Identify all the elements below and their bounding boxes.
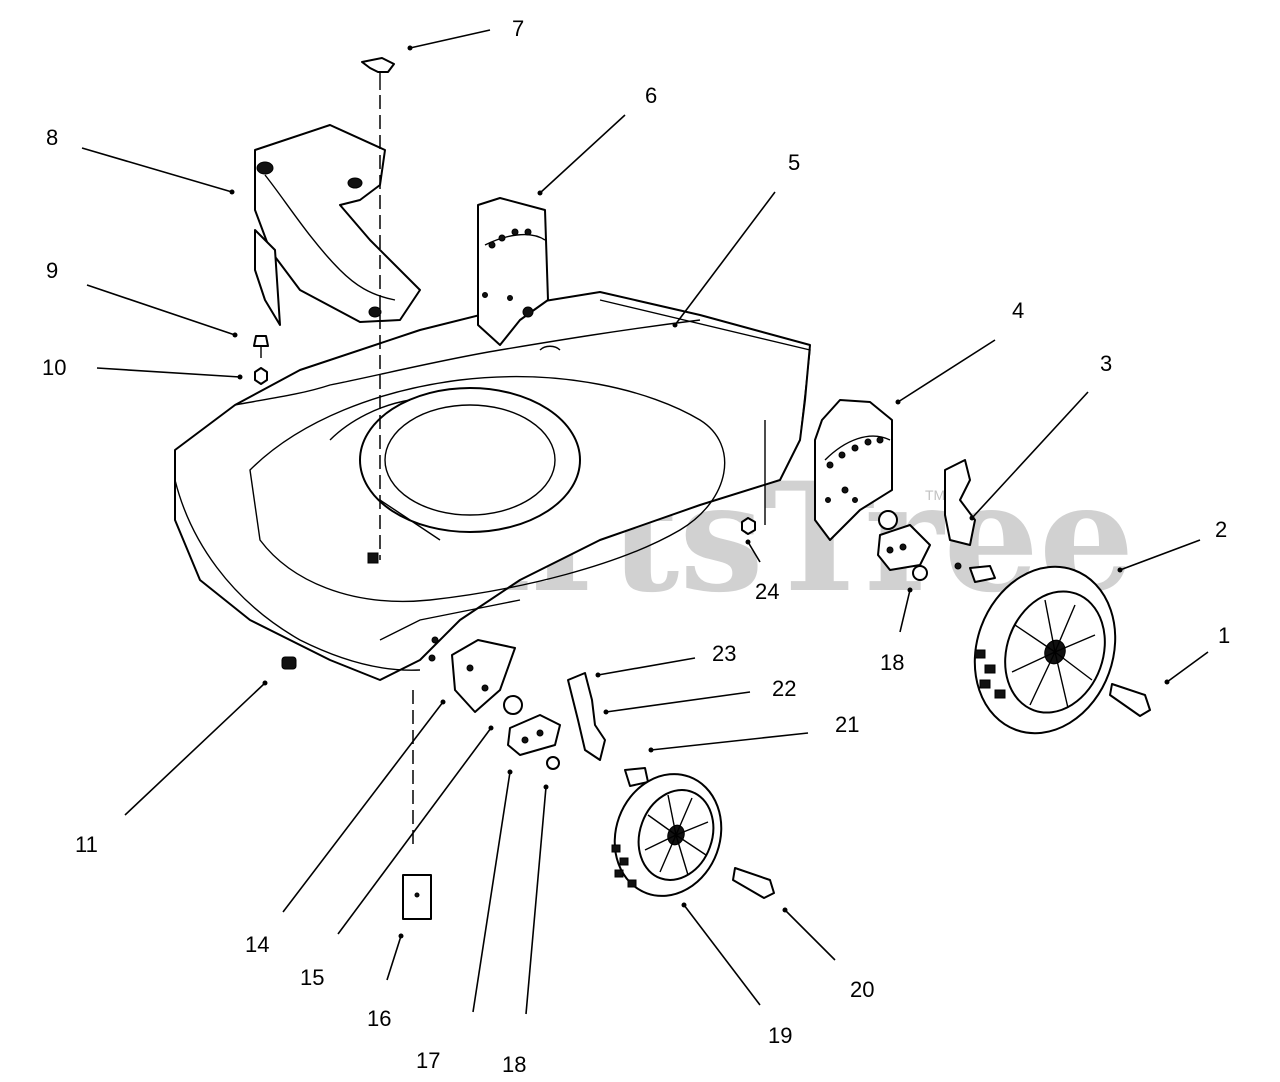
nut-24 (741, 517, 756, 535)
callout-8: 8 (46, 125, 58, 150)
callout-3: 3 (1100, 351, 1112, 376)
deflector-knob (361, 57, 395, 90)
callout-9: 9 (46, 258, 58, 283)
callout-4: 4 (1012, 298, 1024, 323)
callout-1: 1 (1218, 623, 1230, 648)
callout-15: 15 (300, 965, 324, 990)
left-wheel (611, 773, 775, 899)
callout-11: 11 (75, 832, 98, 857)
left-height-bracket (477, 197, 549, 346)
mower-deck (174, 291, 811, 681)
rear-deflector (254, 124, 421, 326)
callout-18-left: 18 (502, 1052, 526, 1077)
callout-20: 20 (850, 977, 874, 1002)
callout-7: 7 (512, 16, 524, 41)
leader-lines (81, 29, 1209, 1015)
callout-19: 19 (768, 1023, 792, 1048)
callout-23: 23 (712, 641, 736, 666)
callout-labels: 1 2 3 4 5 6 7 8 9 10 11 14 15 16 17 18 1… (42, 16, 1230, 1077)
callout-17: 17 (416, 1048, 440, 1073)
callout-18-right: 18 (880, 650, 904, 675)
right-wheel (973, 565, 1151, 735)
watermark-trademark: TM (925, 487, 945, 503)
bolt-and-nut (253, 335, 269, 385)
callout-16: 16 (367, 1006, 391, 1031)
left-pivot-assembly (451, 639, 649, 787)
right-height-bracket (764, 399, 893, 541)
callout-6: 6 (645, 83, 657, 108)
plate-16 (402, 690, 432, 920)
callout-10: 10 (42, 355, 66, 380)
callout-14: 14 (245, 932, 269, 957)
callout-24: 24 (755, 579, 779, 604)
callout-22: 22 (772, 676, 796, 701)
callout-2: 2 (1215, 517, 1227, 542)
callout-21: 21 (835, 712, 859, 737)
callout-5: 5 (788, 150, 800, 175)
right-pivot-assembly (877, 459, 996, 583)
